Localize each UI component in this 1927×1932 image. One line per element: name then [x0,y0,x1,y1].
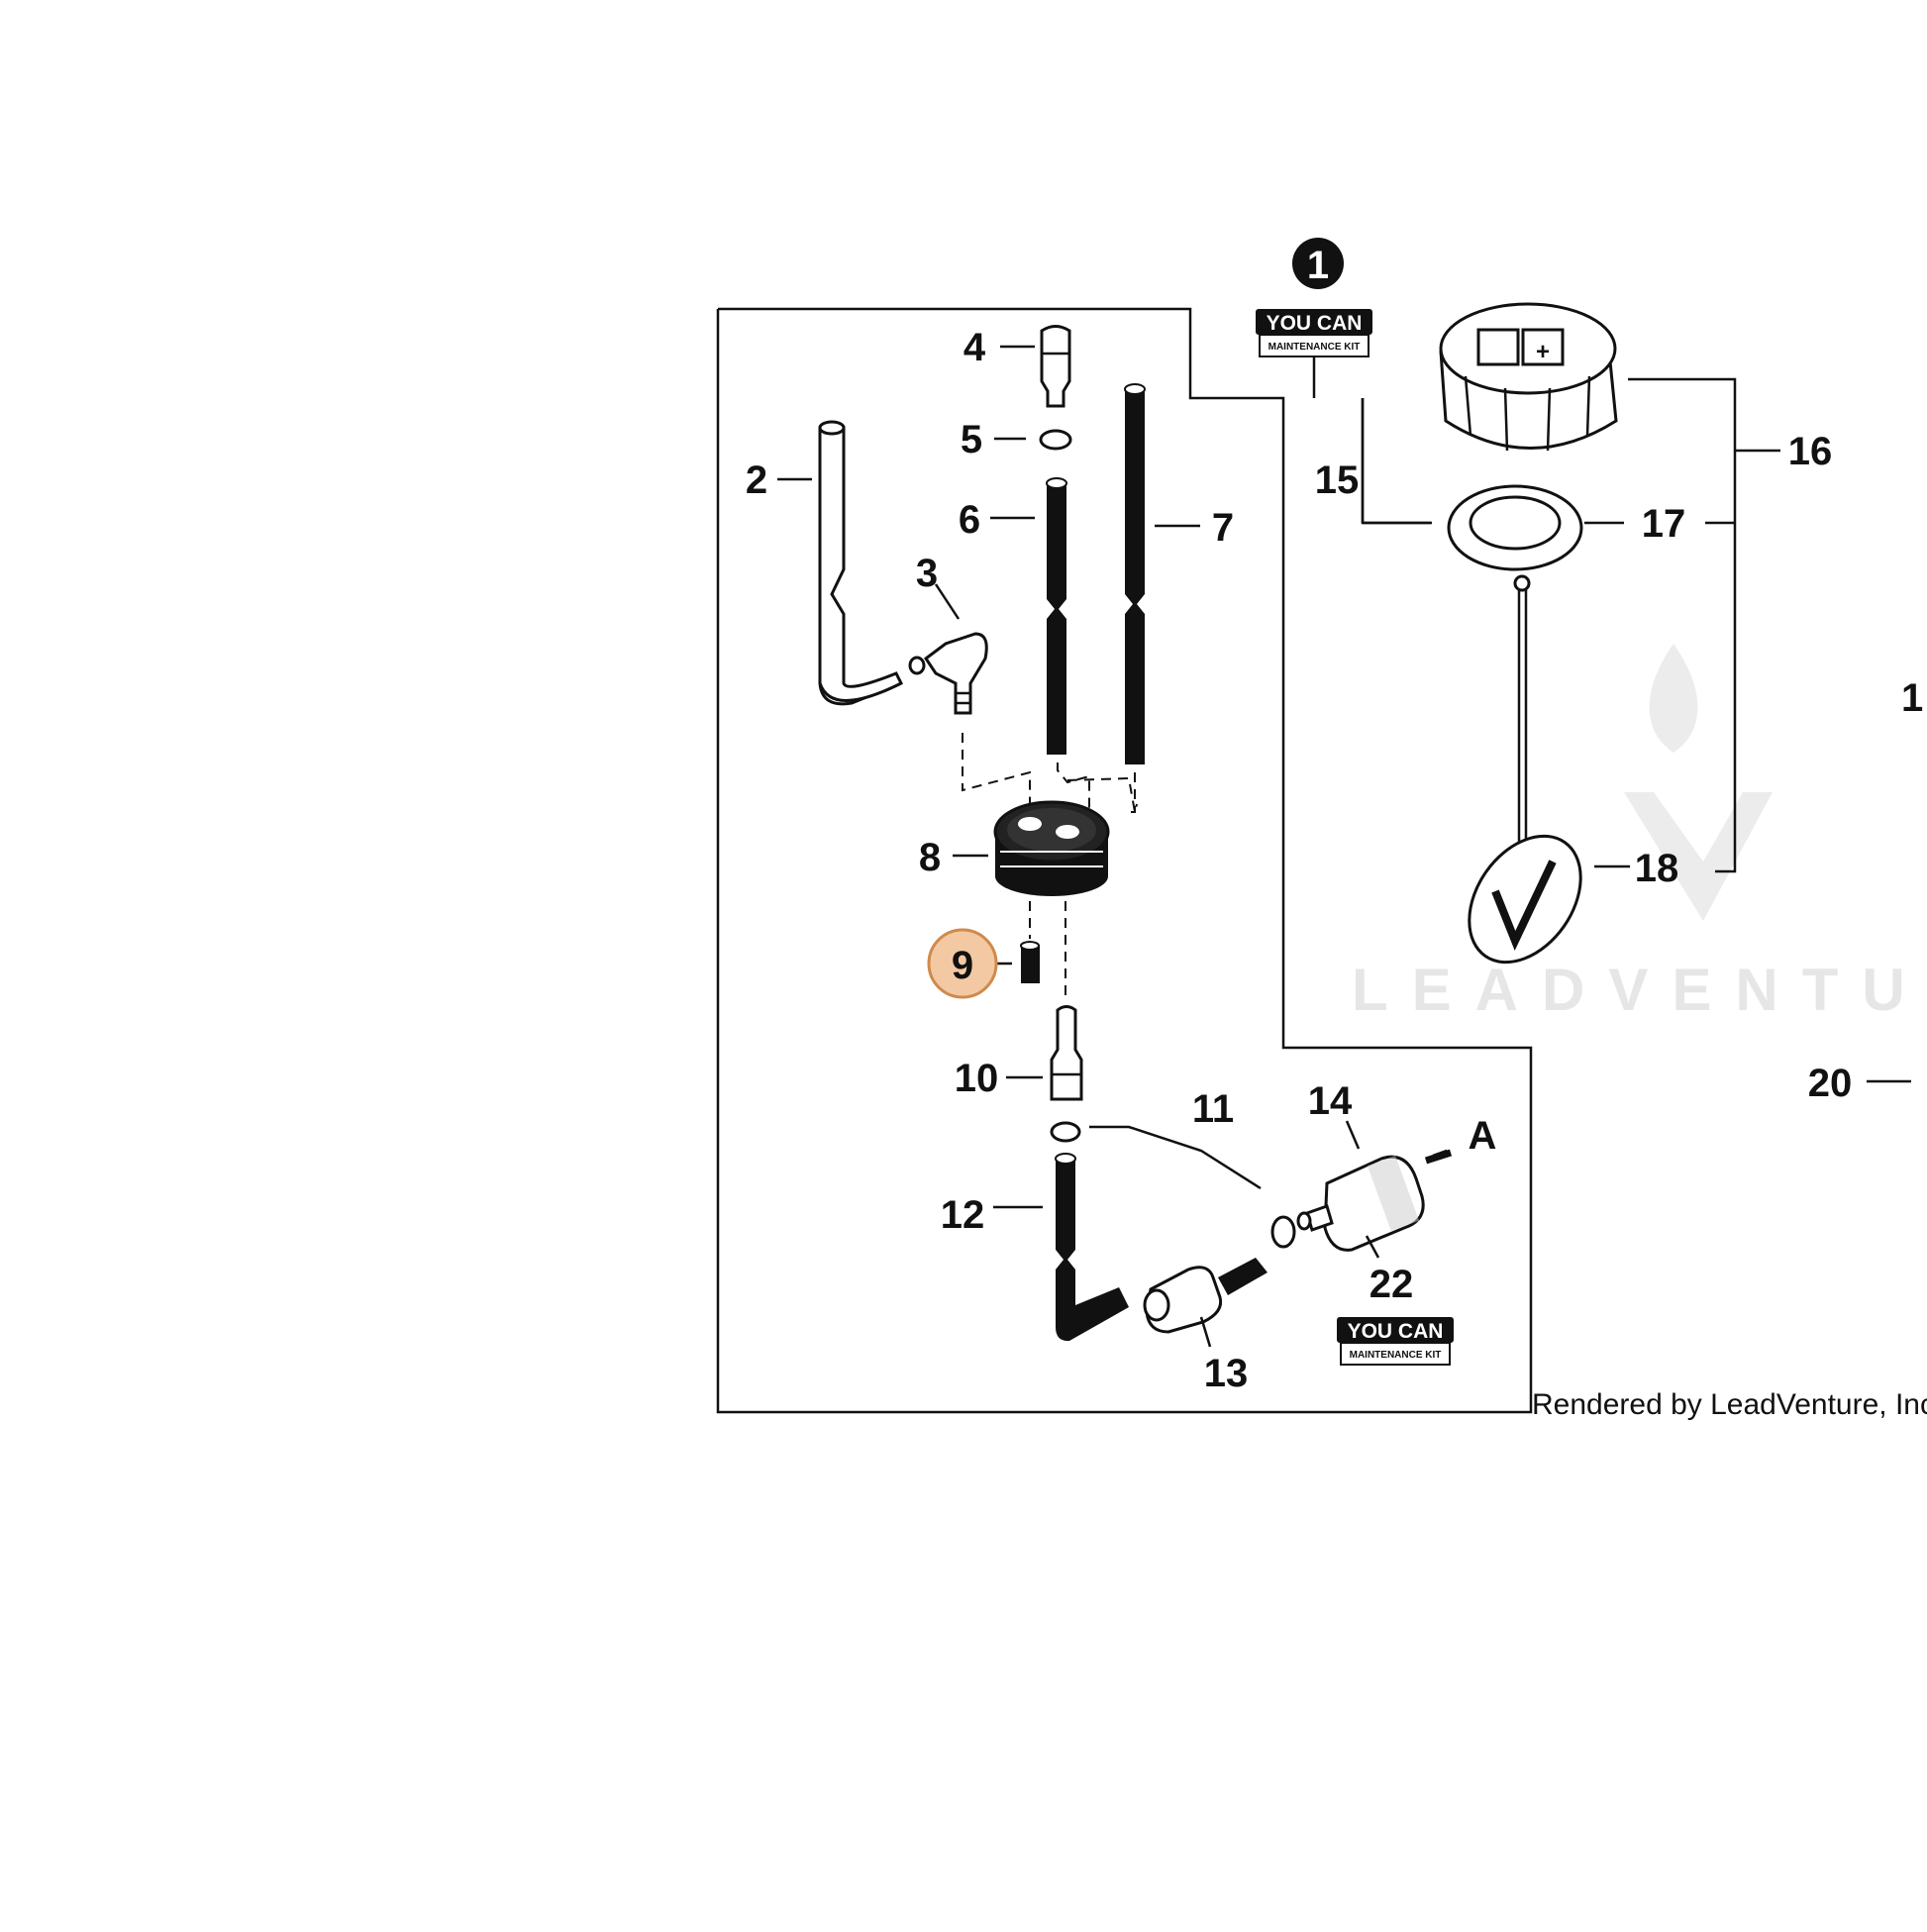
part-3-elbow-fitting[interactable] [908,632,988,715]
part-14-fuel-filter[interactable] [1296,1155,1425,1252]
callout-14[interactable]: 14 [1308,1079,1353,1123]
leadventure-watermark: LEADVENTU [1352,644,1927,1023]
callout-9-highlighted[interactable]: 9 [927,928,998,999]
render-credit: Rendered by LeadVenture, Inc [1532,1388,1927,1421]
callout-10[interactable]: 10 [955,1057,999,1100]
callout-19-partial[interactable]: 1 [1901,676,1923,720]
callout-22[interactable]: 22 [1369,1263,1414,1306]
callout-4[interactable]: 4 [964,326,986,369]
part-17-gasket[interactable] [1447,484,1583,571]
callout-13[interactable]: 13 [1204,1352,1249,1395]
callout-5[interactable]: 5 [961,418,982,461]
callout-6[interactable]: 6 [959,498,980,542]
watermark-text: LEADVENTU [1352,957,1927,1023]
part-10-barb-fitting[interactable] [1050,1005,1083,1101]
assembly-outline [716,307,1533,1414]
kit-outline [1361,398,1432,525]
callout-11[interactable]: 11 [1192,1087,1234,1131]
part-7-tube[interactable] [1124,383,1146,764]
assembly-dash-lines [962,733,1138,1000]
part-6-tube[interactable] [1046,477,1067,755]
callout-12[interactable]: 12 [941,1193,985,1237]
part-4-fitting[interactable] [1040,325,1071,408]
svg-text:+: + [1536,339,1550,365]
maintenance-kit-badge: YOU CAN MAINTENANCE KIT [1256,309,1372,357]
kit-badge-bottom: MAINTENANCE KIT [1268,342,1361,353]
part-9-spacer[interactable] [1020,941,1040,983]
part-8-grommet[interactable] [993,800,1110,896]
part-11-o-ring[interactable] [1050,1121,1081,1143]
callout-15[interactable]: 15 [1315,458,1360,502]
part-11-o-ring-2[interactable] [1270,1215,1296,1249]
svg-text:MAINTENANCE KIT: MAINTENANCE KIT [1350,1350,1442,1361]
callout-1[interactable]: 1 [1292,238,1344,289]
callout-18[interactable]: 18 [1635,847,1679,890]
callout-a[interactable]: A [1469,1114,1497,1158]
svg-text:YOU CAN: YOU CAN [1348,1320,1444,1343]
part-18-dipstick[interactable] [1447,574,1604,983]
callout-7[interactable]: 7 [1212,506,1234,550]
callout-16[interactable]: 16 [1788,430,1833,473]
svg-text:9: 9 [952,944,973,987]
kit-badge-top: YOU CAN [1267,312,1363,335]
svg-text:1: 1 [1307,244,1329,287]
part-5-o-ring[interactable] [1039,429,1072,451]
maintenance-kit-badge-22: YOU CAN MAINTENANCE KIT [1337,1317,1454,1366]
callout-20[interactable]: 20 [1808,1062,1853,1105]
callout-17[interactable]: 17 [1642,502,1686,546]
part-13-connector[interactable] [1143,1258,1268,1334]
part-2-hose[interactable] [818,420,904,706]
callout-3[interactable]: 3 [916,552,938,595]
callout-2[interactable]: 2 [746,458,767,502]
part-12-fuel-line[interactable] [1055,1153,1129,1342]
callout-8[interactable]: 8 [919,836,941,879]
part-16-fuel-cap[interactable]: + [1439,302,1618,452]
